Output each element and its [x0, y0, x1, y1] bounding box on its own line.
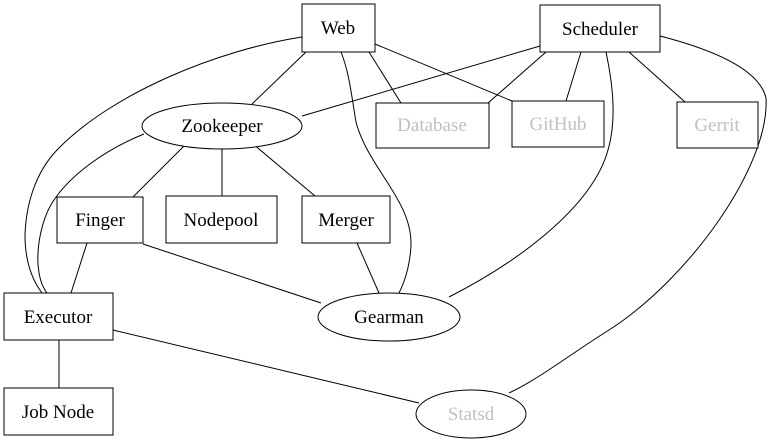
edge-scheduler-statsd [508, 35, 767, 394]
node-job-node: Job Node [3, 387, 114, 436]
node-scheduler-label: Scheduler [562, 19, 639, 40]
edge-scheduler-zookeeper [301, 45, 541, 117]
node-statsd-ellipse [415, 389, 527, 439]
node-zookeeper: Zookeeper [141, 102, 303, 150]
node-finger-box [56, 196, 144, 244]
node-gerrit: Gerrit [676, 101, 759, 149]
node-scheduler: Scheduler [539, 4, 661, 53]
node-nodepool: Nodepool [165, 195, 278, 244]
node-merger-label: Merger [318, 210, 374, 231]
node-zookeeper-ellipse [141, 102, 303, 150]
edge-zookeeper-executor [37, 133, 145, 294]
node-finger-label: Finger [75, 210, 125, 231]
node-gearman: Gearman [317, 292, 461, 342]
node-executor: Executor [3, 292, 114, 341]
node-finger: Finger [56, 196, 144, 244]
node-job-node-label: Job Node [22, 402, 94, 423]
node-scheduler-box [539, 4, 661, 53]
node-job-node-box [3, 387, 114, 436]
node-layer: Web Scheduler Zookeeper Database GitHub [3, 3, 759, 439]
node-web: Web [301, 3, 376, 53]
node-zookeeper-label: Zookeeper [181, 116, 263, 137]
edge-zookeeper-finger [132, 143, 187, 198]
edge-web-zookeeper [251, 51, 307, 105]
node-github-label: GitHub [530, 114, 587, 135]
edge-scheduler-github [565, 51, 582, 102]
edge-web-executor [24, 36, 303, 294]
node-web-box [301, 3, 376, 53]
node-github: GitHub [511, 100, 605, 148]
edge-merger-gearman [356, 242, 380, 294]
node-merger: Merger [301, 195, 391, 244]
node-gearman-ellipse [317, 292, 461, 342]
edge-scheduler-gerrit [628, 51, 686, 103]
edge-scheduler-gearman [448, 51, 614, 298]
node-database-box [375, 102, 490, 149]
edge-zookeeper-merger [252, 143, 316, 197]
edge-finger-executor [70, 242, 88, 294]
edge-layer [24, 35, 767, 404]
node-nodepool-label: Nodepool [184, 210, 259, 231]
node-nodepool-box [165, 195, 278, 244]
node-github-box [511, 100, 605, 148]
node-gearman-label: Gearman [354, 307, 424, 328]
node-merger-box [301, 195, 391, 244]
node-statsd-label: Statsd [448, 404, 495, 425]
edge-web-gearman [340, 51, 412, 294]
edge-web-github [374, 43, 513, 102]
node-web-label: Web [321, 18, 355, 39]
edge-finger-gearman [142, 243, 322, 304]
node-database-label: Database [397, 115, 467, 136]
edge-executor-statsd [112, 329, 420, 404]
node-executor-label: Executor [24, 307, 93, 328]
node-gerrit-box [676, 101, 759, 149]
edge-web-database [368, 51, 402, 104]
node-statsd: Statsd [415, 389, 527, 439]
node-gerrit-label: Gerrit [694, 115, 740, 136]
edge-scheduler-database [487, 51, 547, 104]
node-database: Database [375, 102, 490, 149]
node-executor-box [3, 292, 114, 341]
